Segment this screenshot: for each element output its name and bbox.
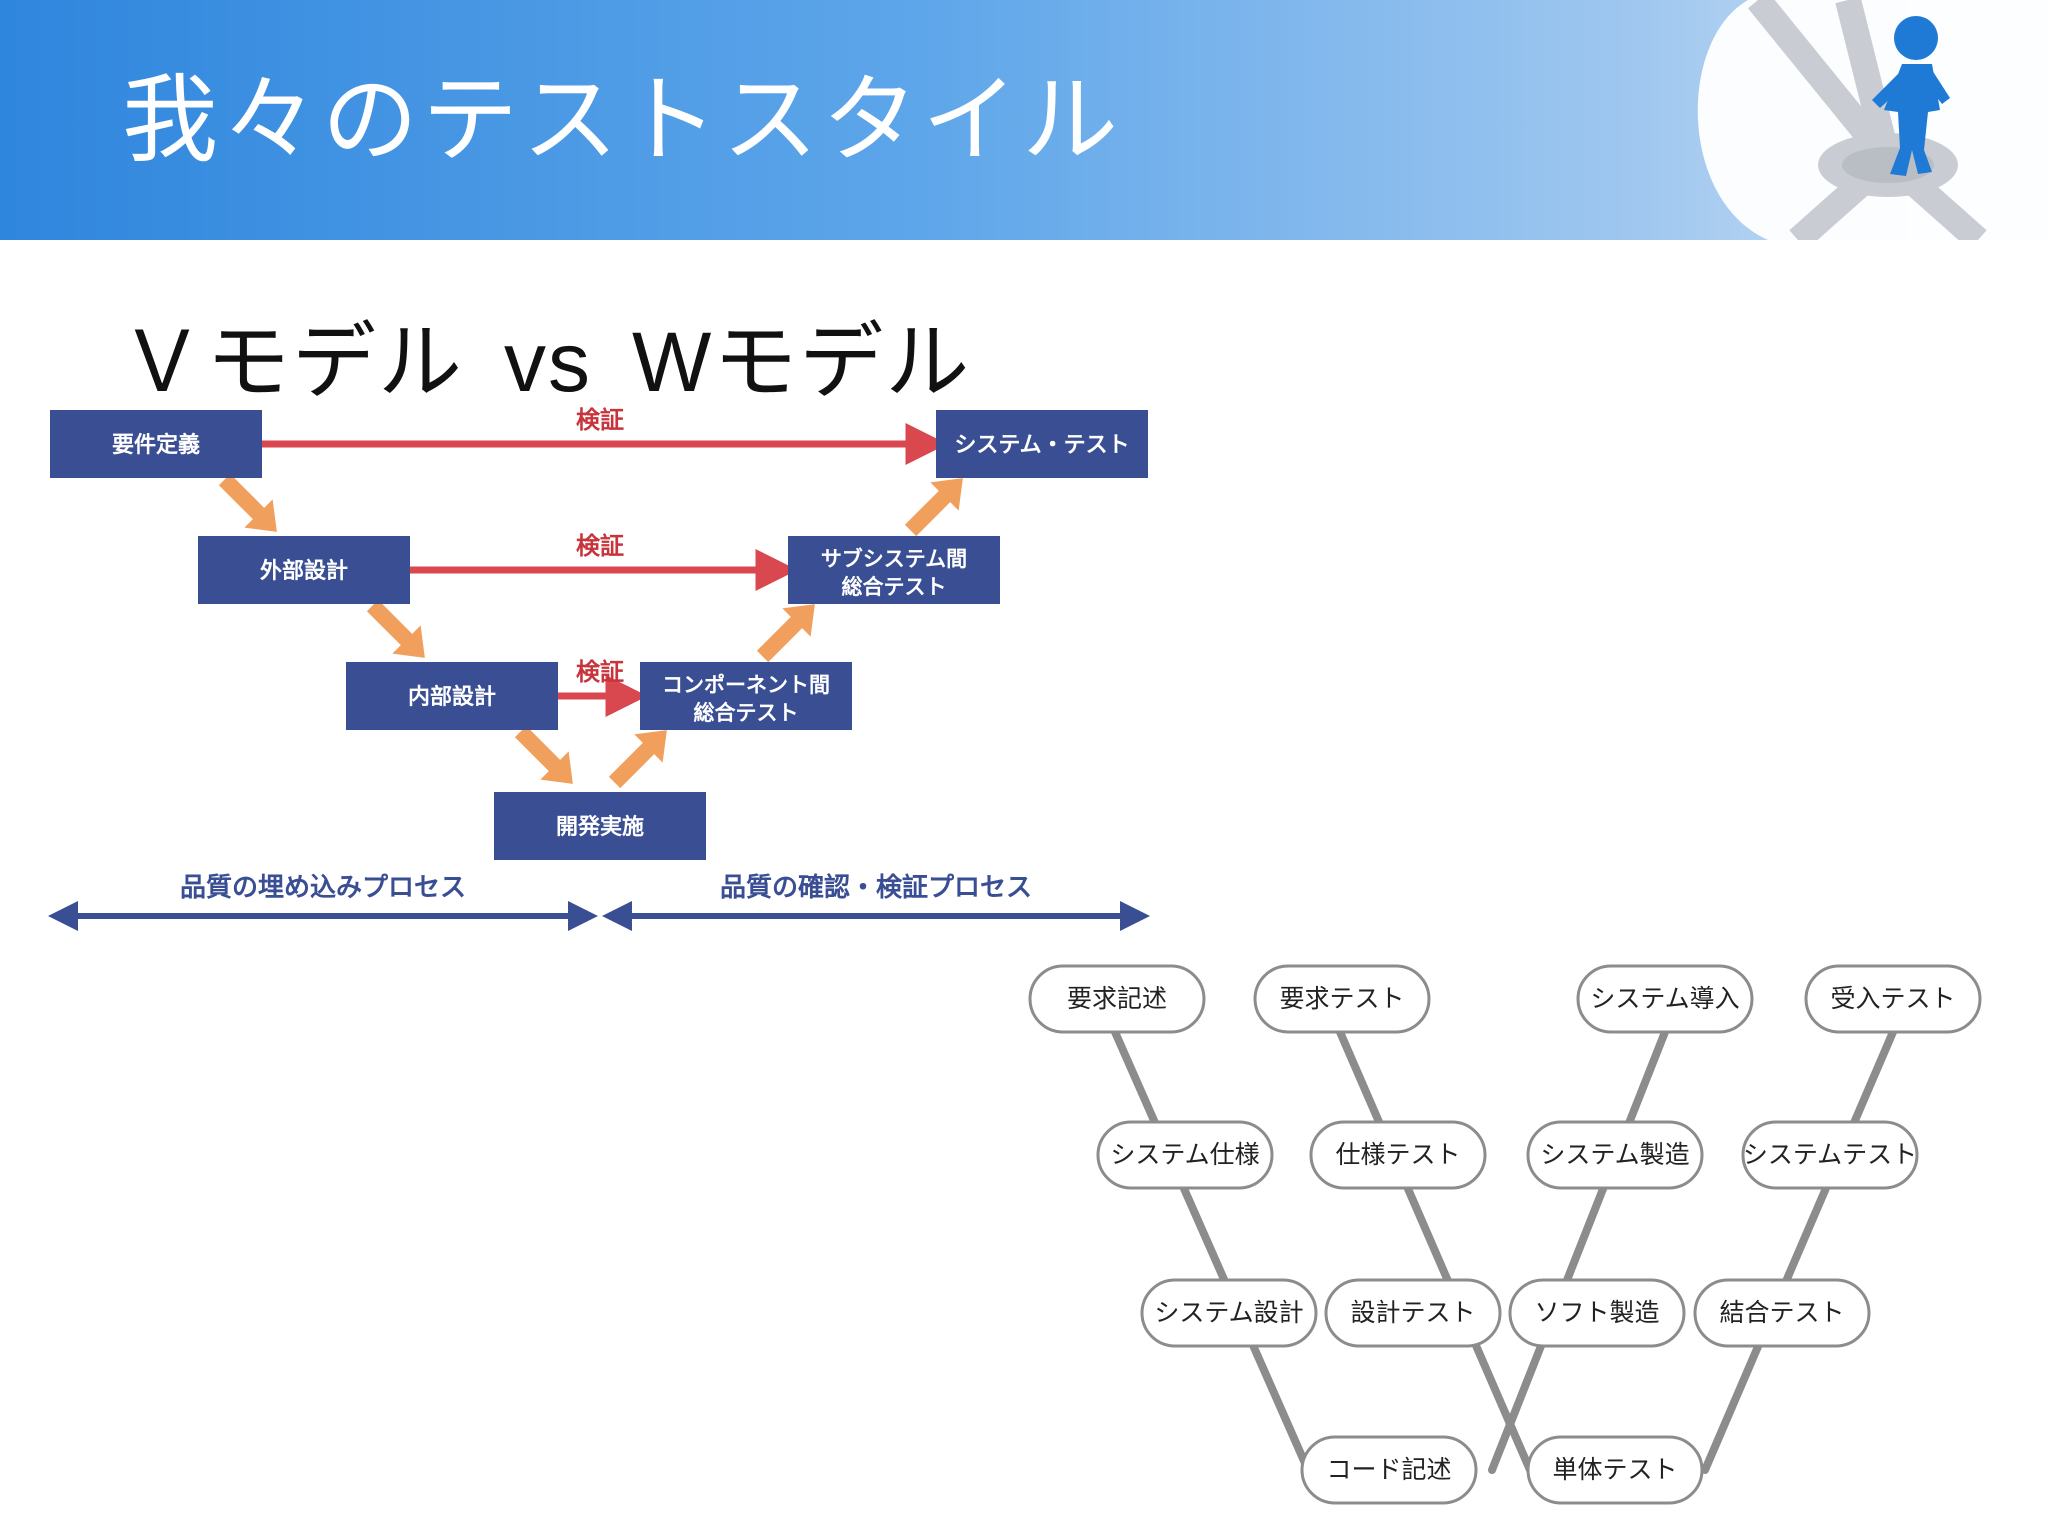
comparison-subtitle: Ｖモデル vs Wモデル	[120, 295, 971, 416]
svg-text:コンポーネント間: コンポーネント間	[662, 673, 830, 697]
page-title: 我々のテストスタイル	[122, 64, 1122, 176]
svg-text:総合テスト: 総合テスト	[842, 575, 947, 599]
flow-arrow-up-2	[756, 604, 815, 663]
process-left-label: 品質の埋め込みプロセス	[180, 873, 466, 903]
flow-arrow-down-1	[218, 473, 277, 532]
box-external-design: 外部設計	[198, 536, 410, 604]
svg-text:外部設計: 外部設計	[260, 558, 348, 584]
person-at-crossroads-icon	[1697, 0, 2048, 240]
svg-text:要求テスト: 要求テスト	[1279, 984, 1404, 1013]
svg-text:サブシステム間: サブシステム間	[821, 547, 967, 571]
wmodel-node-spec-test: 仕様テスト	[1309, 1120, 1487, 1190]
wmodel-node-integ-test: 結合テスト	[1693, 1278, 1871, 1348]
wmodel-node-design-test: 設計テスト	[1324, 1278, 1502, 1348]
wmodel-node-sys-mfg: システム製造	[1526, 1120, 1704, 1190]
process-right-label: 品質の確認・検証プロセス	[720, 872, 1032, 903]
box-component-test: コンポーネント間 総合テスト	[640, 662, 852, 730]
box-internal-design: 内部設計	[346, 662, 558, 730]
header-banner: 我々のテストスタイル	[0, 0, 2048, 240]
svg-text:開発実施: 開発実施	[556, 814, 644, 840]
svg-text:コード記述: コード記述	[1326, 1455, 1451, 1484]
wmodel-node-req-desc: 要求記述	[1028, 964, 1206, 1034]
svg-text:結合テスト: 結合テスト	[1719, 1298, 1844, 1327]
svg-text:ソフト製造: ソフト製造	[1534, 1298, 1659, 1327]
wmodel-node-soft-mfg: ソフト製造	[1508, 1278, 1686, 1348]
wmodel-node-accept-test: 受入テスト	[1804, 964, 1982, 1034]
verify-label-1: 検証	[576, 406, 624, 434]
svg-text:システム設計: システム設計	[1154, 1298, 1303, 1327]
wmodel-node-sys-test: システムテスト	[1741, 1120, 1919, 1190]
vs-label: vs	[504, 315, 593, 409]
svg-text:システム製造: システム製造	[1540, 1140, 1689, 1169]
svg-text:システム導入: システム導入	[1590, 984, 1739, 1013]
wmodel-node-sys-design: システム設計	[1140, 1278, 1318, 1348]
verify-label-3: 検証	[576, 658, 624, 686]
svg-text:要件定義: 要件定義	[112, 432, 200, 458]
wmodel-node-sys-spec: システム仕様	[1096, 1120, 1274, 1190]
wmodel-node-code-desc: コード記述	[1300, 1435, 1478, 1505]
svg-text:受入テスト: 受入テスト	[1830, 984, 1955, 1013]
flow-arrow-down-2	[366, 599, 425, 658]
svg-text:内部設計: 内部設計	[408, 684, 496, 710]
svg-text:総合テスト: 総合テスト	[694, 701, 799, 725]
vmodel-heading: Ｖモデル	[120, 315, 465, 409]
wmodel-node-unit-test: 単体テスト	[1526, 1435, 1704, 1505]
flow-arrow-up-1	[608, 730, 667, 789]
svg-text:システムテスト: システムテスト	[1743, 1140, 1917, 1169]
svg-text:仕様テスト: 仕様テスト	[1335, 1140, 1460, 1169]
box-subsystem-test: サブシステム間 総合テスト	[788, 536, 1000, 604]
svg-text:単体テスト: 単体テスト	[1552, 1455, 1677, 1484]
box-system-test: システム・テスト	[936, 410, 1148, 478]
box-requirements: 要件定義	[50, 410, 262, 478]
wmodel-lines	[1111, 1028, 1897, 1474]
svg-text:システム・テスト: システム・テスト	[954, 433, 1129, 458]
box-implementation: 開発実施	[494, 792, 706, 860]
flow-arrow-down-3	[514, 725, 573, 784]
flow-arrow-up-3	[904, 478, 963, 537]
wmodel-node-req-test: 要求テスト	[1253, 964, 1431, 1034]
svg-text:システム仕様: システム仕様	[1110, 1140, 1259, 1169]
wmodel-node-sys-intro: システム導入	[1576, 964, 1754, 1034]
flow-arrows	[218, 473, 963, 789]
wmodel-heading: Wモデル	[632, 315, 972, 409]
svg-text:設計テスト: 設計テスト	[1350, 1298, 1475, 1327]
verify-label-2: 検証	[576, 532, 624, 560]
svg-text:要求記述: 要求記述	[1067, 984, 1167, 1013]
